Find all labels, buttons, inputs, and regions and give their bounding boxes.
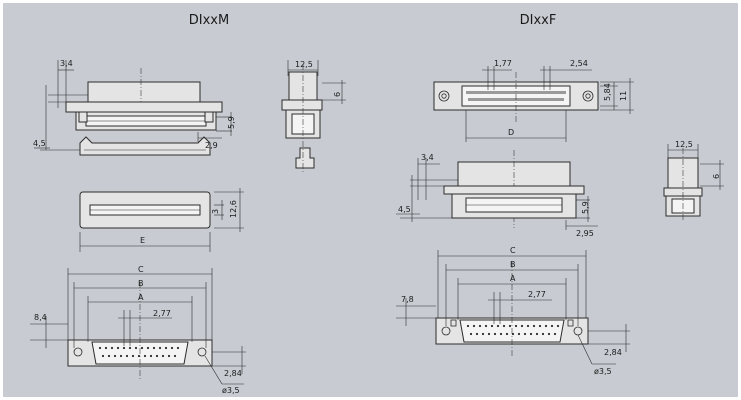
female-mount-hole-left	[441, 326, 451, 336]
female-dim-2-84: 2,84	[604, 348, 622, 357]
female-front-view: C B A 2,77 7,8 2,84 ø3,5	[396, 246, 630, 376]
female-dim-a: A	[510, 274, 516, 283]
female-dim-2-54: 2,54	[570, 59, 588, 68]
female-dim-1-77: 1,77	[494, 59, 512, 68]
male-dim-3-4: 3,4	[60, 59, 73, 68]
female-dim-2-95: 2,95	[576, 229, 594, 238]
female-dim-11: 11	[619, 91, 628, 101]
female-title: DIxxF	[520, 13, 557, 28]
male-shell-body	[87, 81, 201, 103]
female-dim-c: C	[510, 246, 516, 255]
female-end-view: 12,5 6	[663, 140, 724, 222]
female-flange	[443, 185, 585, 195]
female-dim-5-84: 5,84	[603, 83, 612, 101]
female-dim-phi-3-5: ø3,5	[594, 367, 612, 376]
male-dim-2-84: 2,84	[224, 369, 242, 378]
male-strain-relief	[79, 136, 211, 156]
male-mount-hole-left	[73, 347, 83, 357]
male-flange	[65, 101, 223, 113]
male-dim-e: E	[140, 236, 145, 245]
male-dim-3: 3	[211, 209, 220, 214]
male-dim-c: C	[138, 265, 144, 274]
female-dim-7-8: 7,8	[401, 295, 414, 304]
female-top-hole-left	[438, 90, 450, 102]
female-dim-12-5: 12,5	[675, 140, 693, 149]
male-dim-b: B	[138, 279, 144, 288]
male-dim-8-4: 8,4	[34, 313, 47, 322]
male-title: DIxxM	[189, 13, 229, 28]
male-dim-12-6: 12,6	[229, 200, 238, 218]
male-dim-2-77: 2,77	[153, 309, 171, 318]
male-dim-12-5: 12,5	[295, 60, 313, 69]
male-end-pin	[295, 147, 315, 169]
male-side-view: 3,4 4,5 5,9 2,9	[33, 59, 236, 156]
male-cable-view: 3 12,6 E	[79, 188, 244, 252]
male-dim-6: 6	[333, 92, 342, 97]
female-top-hole-right	[582, 90, 594, 102]
female-side-view: 3,4 4,5 5,9 2,95	[396, 150, 598, 238]
male-dim-4-5: 4,5	[33, 139, 46, 148]
female-sockets	[466, 324, 560, 336]
female-dim-5-9: 5,9	[581, 201, 590, 214]
male-end-view: 12,5 6	[281, 60, 346, 172]
female-dim-3-4: 3,4	[421, 153, 434, 162]
male-dim-phi-3-5: ø3,5	[222, 386, 240, 395]
female-dim-d: D	[508, 128, 514, 137]
male-mount-hole-right	[197, 347, 207, 357]
female-dim-4-5: 4,5	[398, 205, 411, 214]
female-dim-6: 6	[712, 174, 721, 179]
female-top-view: 1,77 2,54 5,84 11 D	[433, 59, 634, 142]
male-front-view: C B A 2,77 8,4 2,84 ø3,5	[30, 265, 246, 395]
male-dim-a: A	[138, 293, 144, 302]
male-pins	[98, 346, 180, 358]
female-dim-b: B	[510, 260, 516, 269]
female-dim-2-77: 2,77	[528, 290, 546, 299]
male-dim-5-9: 5,9	[227, 116, 236, 129]
male-dim-2-9: 2,9	[205, 141, 218, 150]
